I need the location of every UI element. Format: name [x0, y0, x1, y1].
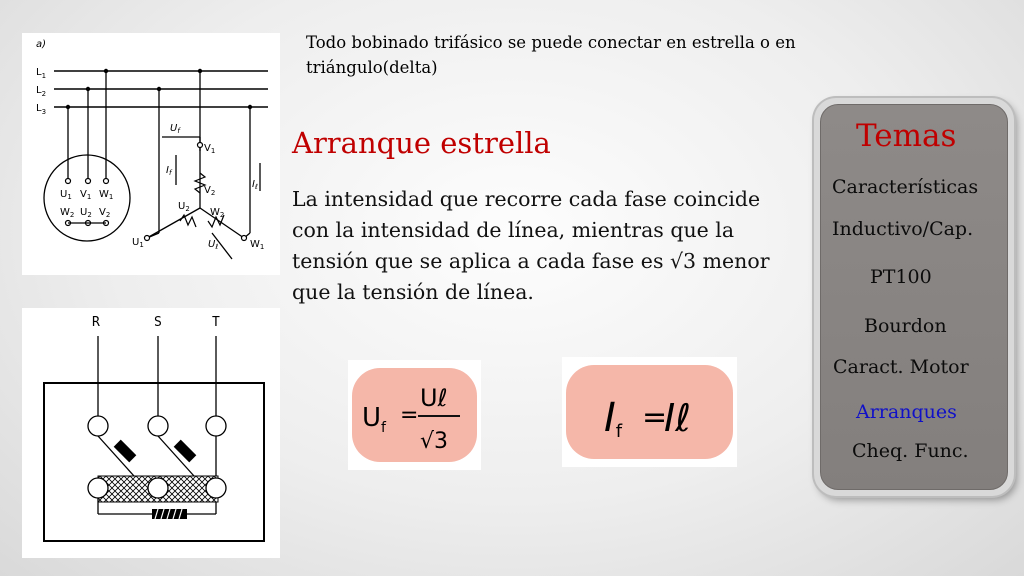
if-label: If [166, 165, 173, 177]
u1-label: U1 [132, 237, 144, 249]
v2-label: V2 [204, 185, 215, 197]
nav-inductivo-cap[interactable]: Inductivo/Cap. [832, 218, 974, 240]
sidebar-panel [820, 104, 1008, 490]
uf-lhs: Uf [362, 403, 387, 436]
ul-label: Uℓ [208, 239, 218, 251]
uf-equals: = [400, 403, 418, 428]
star-wiring-svg: a) L1 L2 L3 [36, 39, 268, 260]
phase-r-label: R [92, 315, 100, 330]
motor-terminal-schematic: R S T [22, 308, 280, 558]
nav-arranques-active[interactable]: Arranques [856, 401, 957, 423]
box-w2: W2 [60, 207, 74, 219]
phase-current-formula: If = Iℓ [562, 357, 737, 467]
uf-numerator: Uℓ [420, 384, 447, 412]
nav-caracteristicas[interactable]: Características [832, 176, 979, 198]
uf-formula-svg: Uf = Uℓ √3 [362, 384, 460, 454]
box-w1: W1 [99, 189, 113, 201]
line-l1-label: L1 [36, 67, 46, 80]
phase-s-label: S [154, 315, 162, 330]
phase-t-label: T [212, 315, 220, 330]
u2-label: U2 [178, 201, 190, 213]
nav-bourdon[interactable]: Bourdon [864, 315, 947, 337]
star-wiring-schematic: a) L1 L2 L3 [22, 33, 280, 275]
box-u1: U1 [60, 189, 72, 201]
topics-sidebar [814, 98, 1014, 496]
nav-pt100[interactable]: PT100 [870, 266, 932, 288]
if-equals: = [642, 400, 667, 435]
w1-label: W1 [250, 239, 264, 251]
box-v2: V2 [99, 207, 110, 219]
if-lhs: If [604, 395, 623, 442]
body-paragraph: La intensidad que recorre cada fase coin… [292, 187, 770, 304]
formula-background [566, 365, 733, 459]
box-v1: V1 [80, 189, 91, 201]
box-u2: U2 [80, 207, 92, 219]
intro-paragraph: Todo bobinado trifásico se puede conecta… [306, 33, 796, 77]
uf-label: Uf [170, 123, 181, 135]
il-label: Iℓ [252, 179, 258, 191]
phase-voltage-formula: Uf = Uℓ √3 [348, 360, 481, 470]
line-l3-label: L3 [36, 103, 46, 116]
v1-label: V1 [204, 143, 215, 155]
label-a: a) [36, 39, 46, 50]
nav-caract-motor[interactable]: Caract. Motor [833, 356, 969, 378]
if-formula-svg: If = Iℓ [604, 395, 691, 442]
line-l2-label: L2 [36, 85, 46, 98]
uf-denominator: √3 [420, 429, 448, 454]
w2-label: W2 [210, 207, 224, 219]
sidebar-title: Temas [856, 118, 957, 154]
if-rhs: Iℓ [664, 396, 691, 440]
page-title: Arranque estrella [292, 126, 551, 160]
terminal-board-svg: R S T [43, 315, 265, 542]
nav-cheq-func[interactable]: Cheq. Func. [852, 440, 969, 462]
